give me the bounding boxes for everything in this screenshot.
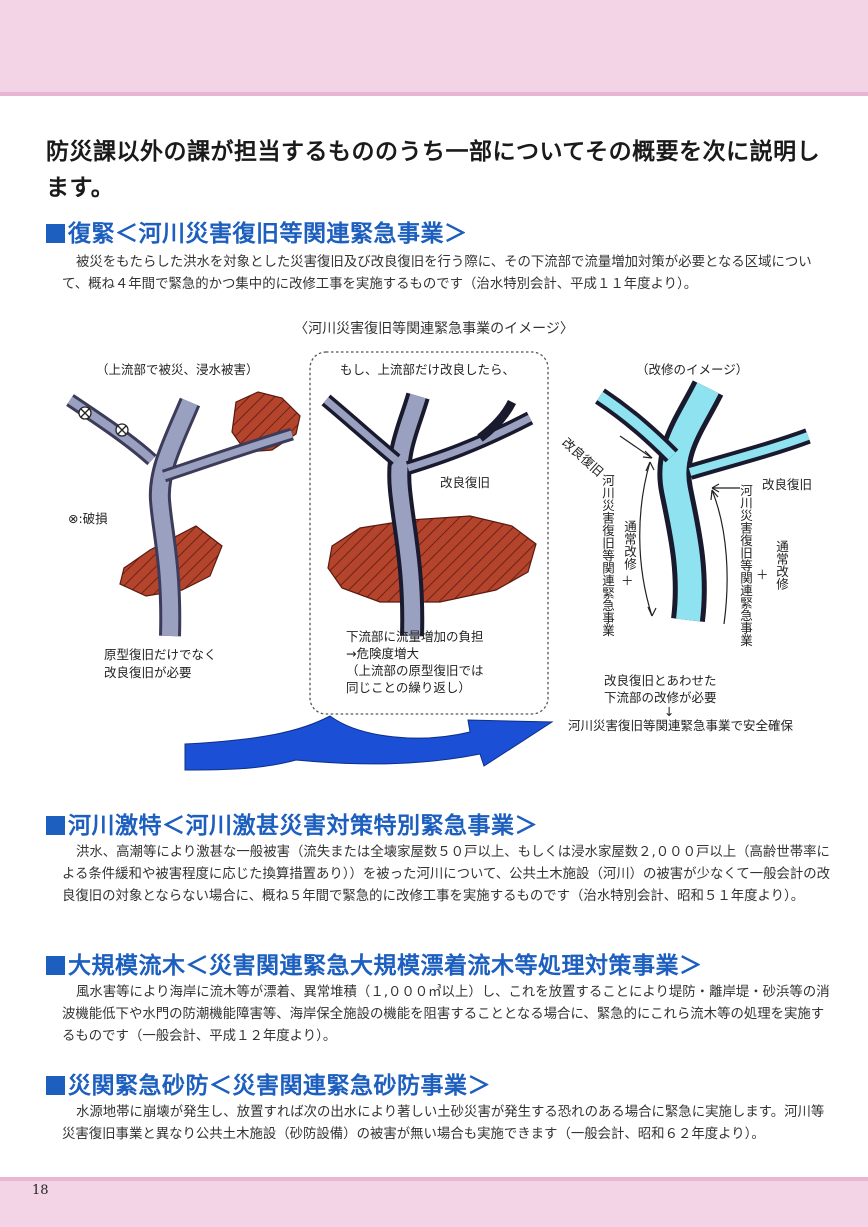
figure-title: 〈河川災害復旧等関連緊急事業のイメージ〉 [294, 321, 574, 337]
panel1-diagram [66, 391, 301, 637]
heading-text: 大規模流木＜災害関連緊急大規模漂着流木等処理対策事業＞ [68, 953, 703, 979]
body-kasen-gekitoku: 洪水、高潮等により激甚な一般被害（流失または全壊家屋数５０戸以上、もしくは浸水家… [62, 845, 831, 904]
bottom-band [0, 1181, 868, 1227]
heading-daikibo-ryuboku: 大規模流木＜災害関連緊急大規模漂着流木等処理対策事業＞ [46, 946, 703, 980]
panel3-left-vertical-b: 通常改修 [622, 520, 637, 570]
panel2-note-line1: 下流部に流量増加の負担 [346, 629, 484, 644]
heading-square-icon [46, 1076, 65, 1095]
body-fukkin: 被災をもたらした洪水を対象とした災害復旧及び改良復旧を行う際に、その下流部で流量… [62, 255, 812, 292]
panel1-note-line2: 改良復旧が必要 [104, 665, 192, 680]
panel3-left-plus: ＋ [621, 573, 634, 588]
top-band-line [0, 92, 868, 96]
panel2-note-line2: →危険度増大 [346, 646, 419, 661]
big-flow-arrow [184, 715, 554, 771]
panel1-legend: ⊗:破損 [68, 511, 108, 526]
panel3-diagram [595, 380, 811, 625]
break-mark-icon [115, 423, 129, 437]
bottom-band-line [0, 1177, 868, 1181]
heading-square-icon [46, 816, 65, 835]
panel3-right-plus: ＋ [756, 567, 769, 582]
panel3-note-line3: 河川災害復旧等関連緊急事業で安全確保 [568, 718, 794, 733]
heading-saikan-sabo: 災関緊急砂防＜災害関連緊急砂防事業＞ [46, 1066, 491, 1100]
figure-illustration [66, 351, 811, 771]
panel1-caption: （上流部で被災、浸水被害） [96, 362, 259, 377]
top-band [0, 0, 868, 92]
heading-text: 災関緊急砂防＜災害関連緊急砂防事業＞ [68, 1073, 491, 1099]
body-daikibo-ryuboku: 風水害等により海岸に流木等が漂着、異常堆積（１,０００㎥以上）し、これを放置する… [62, 985, 830, 1044]
intro-text: 防災課以外の課が担当するもののうち一部についてその概要を次に説明します。 [46, 139, 821, 201]
panel3-caption: （改修のイメージ） [636, 362, 749, 377]
panel2-diagram [321, 392, 537, 637]
heading-square-icon [46, 224, 65, 243]
panel3-note-line1: 改良復旧とあわせた [604, 673, 717, 688]
panel1-note-line1: 原型復旧だけでなく [104, 647, 217, 662]
heading-text: 復緊＜河川災害復旧等関連緊急事業＞ [68, 221, 468, 247]
panel2-note-line3: （上流部の原型復旧では [346, 663, 484, 678]
panel2-label: 改良復旧 [440, 475, 491, 490]
heading-fukkin: 復緊＜河川災害復旧等関連緊急事業＞ [46, 214, 468, 248]
panel2-caption: もし、上流部だけ改良したら、 [340, 362, 516, 377]
panel3-right-top-label: 改良復旧 [762, 477, 813, 492]
heading-kasen-gekitoku: 河川激特＜河川激甚災害対策特別緊急事業＞ [46, 806, 538, 840]
flood-area-large [327, 515, 537, 603]
heading-text: 河川激特＜河川激甚災害対策特別緊急事業＞ [68, 813, 538, 839]
panel3-right-vertical-a: 河川災害復旧等関連緊急事業 [738, 484, 753, 647]
panel3-left-vertical-a: 河川災害復旧等関連緊急事業 [600, 474, 615, 637]
break-mark-icon [78, 406, 92, 420]
panel3-right-vertical-b: 通常改修 [774, 540, 789, 590]
page-number: 18 [32, 1183, 49, 1198]
body-saikan-sabo: 水源地帯に崩壊が発生し、放置すれば次の出水により著しい土砂災害が発生する恐れのあ… [62, 1105, 825, 1142]
panel2-frame [309, 351, 549, 715]
panel3-note-line2: 下流部の改修が必要 [604, 690, 717, 705]
heading-square-icon [46, 956, 65, 975]
panel3-note-arrow: ↓ [664, 704, 675, 719]
panel2-note-line4: 同じことの繰り返し） [346, 680, 471, 695]
